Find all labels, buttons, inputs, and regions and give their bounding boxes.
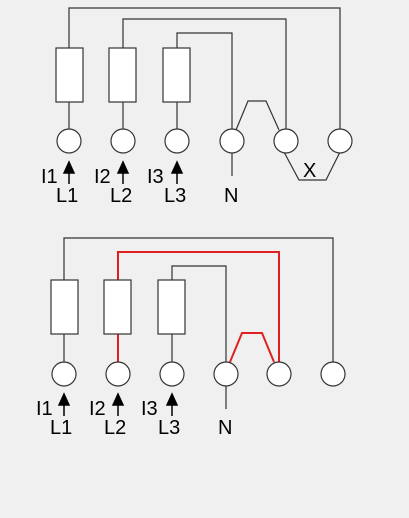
bottom-terminal-6 xyxy=(320,361,346,387)
bottom-arrows xyxy=(57,392,179,416)
bottom-wire-l2-loop xyxy=(117,251,280,362)
bottom-resistor-3 xyxy=(157,279,186,335)
top-resistor-2 xyxy=(108,47,137,103)
bottom-label-l3: L3 xyxy=(158,417,180,439)
top-label-cross: X xyxy=(303,160,316,182)
bottom-arrow-2-icon xyxy=(111,392,125,406)
top-resistor-3 xyxy=(162,47,191,103)
bottom-arrow-3-icon xyxy=(165,392,179,406)
top-resistor-1 xyxy=(55,47,84,103)
top-labels: I1 L1 I2 L2 I3 L3 N X xyxy=(41,160,316,207)
top-label-i2: I2 xyxy=(94,166,111,188)
bottom-wire-l1-loop xyxy=(63,237,334,362)
top-label-l1: L1 xyxy=(56,185,78,207)
bottom-terminal-1 xyxy=(51,361,77,387)
bottom-resistor-1 xyxy=(50,279,79,335)
bottom-label-l1: L1 xyxy=(50,417,72,439)
top-terminal-2 xyxy=(110,128,136,154)
top-terminal-n xyxy=(219,128,245,154)
top-terminal-3 xyxy=(164,128,190,154)
top-label-n: N xyxy=(224,185,238,207)
bottom-resistor-2 xyxy=(103,279,132,335)
bottom-label-n: N xyxy=(218,417,232,439)
top-label-l3: L3 xyxy=(164,185,186,207)
top-arrows xyxy=(62,160,184,184)
bottom-highlight-wires xyxy=(117,251,280,363)
top-jumper-n xyxy=(235,100,280,131)
bottom-label-l2: L2 xyxy=(104,417,126,439)
bottom-jumper-n xyxy=(229,332,275,363)
top-terminal-1 xyxy=(56,128,82,154)
bottom-terminal-5 xyxy=(266,361,292,387)
top-terminal-6 xyxy=(327,128,353,154)
bottom-label-i1: I1 xyxy=(36,398,53,420)
top-wire-l2-loop xyxy=(122,18,287,129)
top-label-i1: I1 xyxy=(41,166,58,188)
bottom-terminal-n xyxy=(213,361,239,387)
bottom-arrow-1-icon xyxy=(57,392,71,406)
top-components xyxy=(55,47,353,154)
bottom-terminal-2 xyxy=(105,361,131,387)
bottom-components xyxy=(50,279,346,387)
top-wire-l1-loop xyxy=(68,7,341,129)
top-terminal-5 xyxy=(273,128,299,154)
top-cross-wire xyxy=(283,151,341,181)
top-label-l2: L2 xyxy=(110,185,132,207)
top-arrow-3-icon xyxy=(170,160,184,174)
bottom-labels: I1 L1 I2 L2 I3 L3 N xyxy=(36,398,232,439)
bottom-label-i3: I3 xyxy=(141,398,158,420)
bottom-terminal-3 xyxy=(159,361,185,387)
top-wire-l3-loop xyxy=(176,32,233,129)
top-diagram xyxy=(68,7,341,181)
top-arrow-1-icon xyxy=(62,160,76,174)
top-label-i3: I3 xyxy=(147,166,164,188)
bottom-wire-l3-loop xyxy=(171,265,227,362)
bottom-diagram xyxy=(63,237,334,409)
bottom-label-i2: I2 xyxy=(89,398,106,420)
top-arrow-2-icon xyxy=(116,160,130,174)
